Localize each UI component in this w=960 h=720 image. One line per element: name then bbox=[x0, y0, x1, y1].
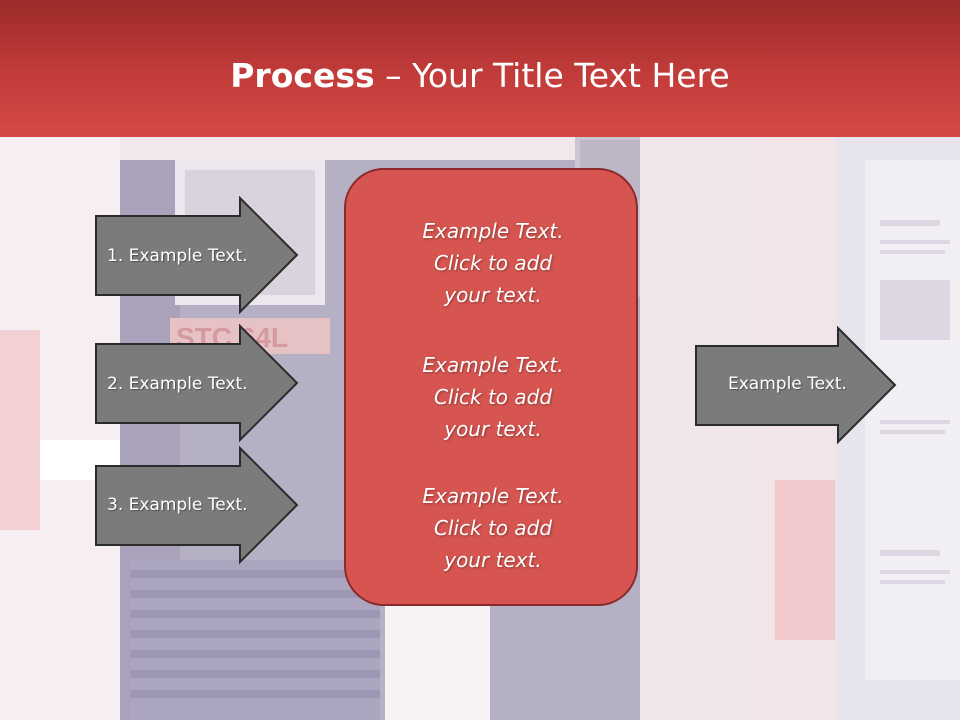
left-arrow-2-label: 2. Example Text. bbox=[107, 374, 248, 394]
center-text-line: Example Text. bbox=[422, 353, 564, 377]
left-arrow-1-label: 1. Example Text. bbox=[107, 246, 248, 266]
title-rest: – Your Title Text Here bbox=[374, 56, 730, 95]
center-text-line: your text. bbox=[444, 548, 542, 572]
center-text-line: your text. bbox=[444, 417, 542, 441]
center-text-line: your text. bbox=[444, 283, 542, 307]
title-bold: Process bbox=[230, 56, 375, 95]
slide-title: Process – Your Title Text Here bbox=[0, 54, 960, 98]
center-text-line: Click to add bbox=[433, 251, 553, 275]
center-text-line: Click to add bbox=[433, 385, 553, 409]
center-text-block-1: Example Text. Click to add your text. bbox=[346, 215, 640, 311]
title-band bbox=[0, 0, 960, 137]
center-text-line: Example Text. bbox=[422, 219, 564, 243]
right-arrow[interactable] bbox=[694, 326, 900, 446]
right-arrow-label: Example Text. bbox=[728, 374, 847, 394]
center-text-block-3: Example Text. Click to add your text. bbox=[346, 480, 640, 576]
left-arrow-3-label: 3. Example Text. bbox=[107, 495, 248, 515]
center-text-line: Example Text. bbox=[422, 484, 564, 508]
center-text-box[interactable]: Example Text. Click to add your text. Ex… bbox=[344, 168, 638, 606]
left-arrow-2[interactable] bbox=[94, 324, 300, 444]
left-arrow-1[interactable] bbox=[94, 196, 300, 316]
center-text-block-2: Example Text. Click to add your text. bbox=[346, 349, 640, 445]
left-arrow-3[interactable] bbox=[94, 446, 300, 566]
center-text-line: Click to add bbox=[433, 516, 553, 540]
